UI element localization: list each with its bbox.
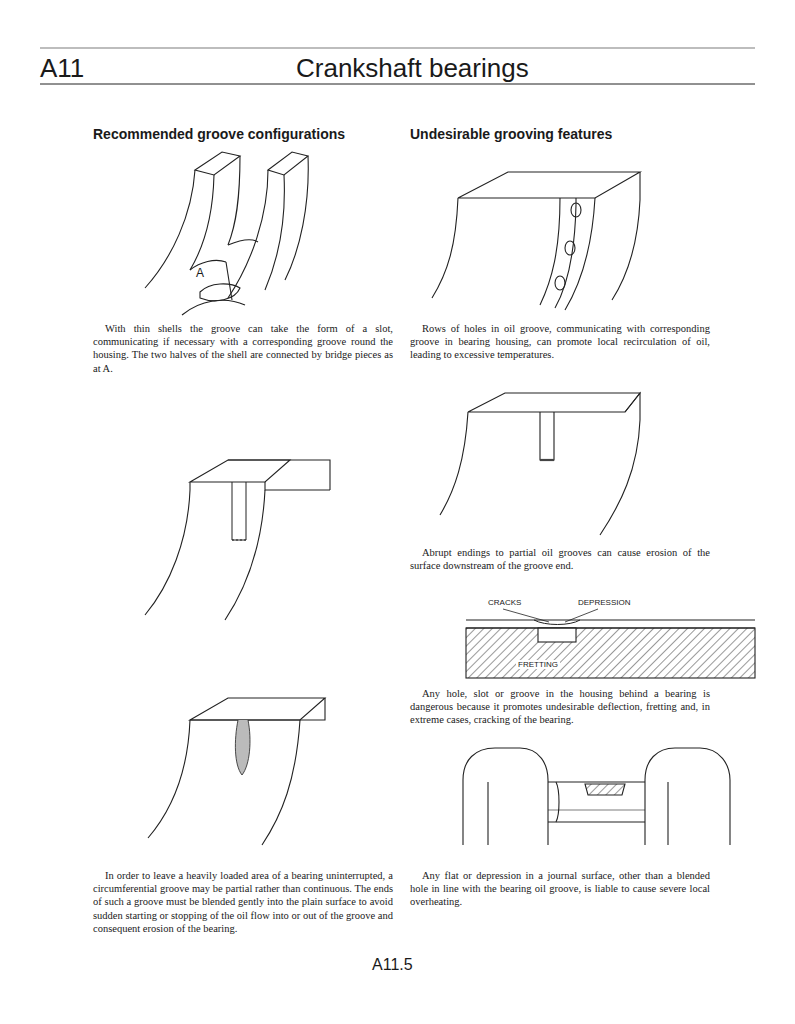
blended-groove-shell-figure: [148, 698, 325, 845]
slotted-shell-figure-part: [226, 262, 232, 300]
blended-groove-shell-figure-part: [235, 720, 250, 775]
partial-groove-shell-figure-part: [145, 490, 190, 615]
header-rules-part: [40, 48, 755, 49]
holed-groove-shell-figure-part: [555, 276, 565, 290]
housing-section-figure-part: [565, 609, 598, 622]
partial-groove-shell-figure-part: [228, 460, 330, 470]
housing-section-figure: [466, 609, 755, 678]
housing-section-figure-part: [466, 627, 755, 628]
holed-groove-shell-figure-part: [612, 172, 640, 300]
partial-groove-shell-figure-part: [189, 482, 190, 490]
holed-groove-shell-figure-part: [571, 203, 581, 217]
slotted-shell-figure-part: [268, 152, 308, 175]
blended-groove-shell-figure-part: [190, 698, 325, 720]
slotted-shell-figure-part: [228, 240, 258, 245]
partial-groove-shell-figure-part: [225, 490, 265, 620]
header-rules: [40, 48, 755, 84]
housing-section-figure-part: [538, 628, 576, 642]
slotted-shell-figure: [145, 152, 308, 315]
holed-groove-shell-figure-part: [458, 172, 640, 198]
holed-groove-shell-figure-part: [565, 241, 575, 255]
slotted-shell-figure-part: [195, 152, 240, 175]
partial-groove-shell-figure-part: [232, 482, 246, 540]
housing-section-figure-part: [466, 619, 755, 620]
slotted-shell-figure-part: [265, 175, 284, 290]
part-label: DEPRESSION: [578, 598, 630, 607]
slotted-shell-figure-part: [190, 260, 226, 270]
journal-figure-part: [548, 821, 645, 822]
blended-groove-shell-figure-part: [148, 720, 190, 838]
abrupt-groove-shell-figure: [440, 393, 640, 535]
journal-figure-part: [556, 782, 559, 822]
partial-groove-shell-figure-part: [329, 470, 330, 490]
blended-groove-shell-figure-part: [262, 720, 300, 845]
journal-figure-part: [548, 810, 645, 811]
figure-caption: Rows of holes in oil groove, communicati…: [410, 322, 710, 362]
abrupt-groove-shell-figure-part: [468, 393, 640, 412]
section-number: A11: [40, 53, 84, 84]
figure-caption: In order to leave a heavily loaded area …: [93, 869, 393, 935]
slotted-shell-figure-part: [228, 170, 268, 298]
journal-figure-part: [645, 748, 730, 845]
slotted-shell-figure-part: [190, 175, 214, 270]
journal-figure: [463, 748, 730, 845]
slotted-shell-figure-part: [200, 284, 240, 301]
figure-caption: Abrupt endings to partial oil grooves ca…: [410, 546, 710, 572]
partial-groove-shell-figure-part: [232, 539, 246, 540]
figure-caption: Any hole, slot or groove in the housing …: [410, 687, 710, 727]
section-heading: Undesirable grooving features: [410, 126, 612, 142]
journal-figure-part: [548, 781, 645, 782]
journal-figure-part: [667, 782, 668, 845]
figure-caption: Any flat or depression in a journal surf…: [410, 869, 710, 909]
housing-section-figure-part: [503, 609, 549, 622]
housing-section-figure-part: [466, 628, 755, 678]
abrupt-groove-shell-figure-part: [540, 412, 554, 460]
holed-groove-shell-figure-part: [565, 198, 595, 310]
figure-caption: With thin shells the groove can take the…: [93, 322, 393, 375]
abrupt-groove-shell-figure-part: [440, 412, 468, 515]
journal-figure-part: [585, 784, 625, 795]
journal-figure-part: [463, 748, 548, 845]
section-heading: Recommended groove configurations: [93, 126, 345, 142]
callout-letter: A: [196, 266, 204, 280]
partial-groove-shell-figure-part: [265, 482, 330, 490]
partial-groove-shell-figure: [145, 460, 330, 620]
housing-section-figure-part: [534, 620, 580, 625]
page-title: Crankshaft bearings: [296, 53, 529, 84]
part-label: CRACKS: [488, 598, 521, 607]
holed-groove-shell-figure: [432, 172, 640, 310]
part-label: FRETTING: [516, 660, 560, 669]
slotted-shell-figure-part: [228, 156, 240, 245]
blended-groove-shell-figure-part: [190, 698, 325, 720]
partial-groove-shell-figure-part: [190, 460, 290, 482]
header-rules-part: [40, 84, 755, 85]
holed-groove-shell-figure-part: [555, 198, 576, 308]
abrupt-groove-shell-figure-part: [540, 459, 554, 461]
page-number: A11.5: [372, 956, 413, 974]
holed-groove-shell-figure-part: [432, 198, 458, 298]
journal-figure-part: [487, 782, 488, 845]
slotted-shell-figure-part: [182, 300, 245, 315]
slotted-shell-figure-part: [145, 170, 195, 288]
slotted-shell-figure-part: [285, 156, 308, 280]
abrupt-groove-shell-figure-part: [600, 393, 640, 535]
